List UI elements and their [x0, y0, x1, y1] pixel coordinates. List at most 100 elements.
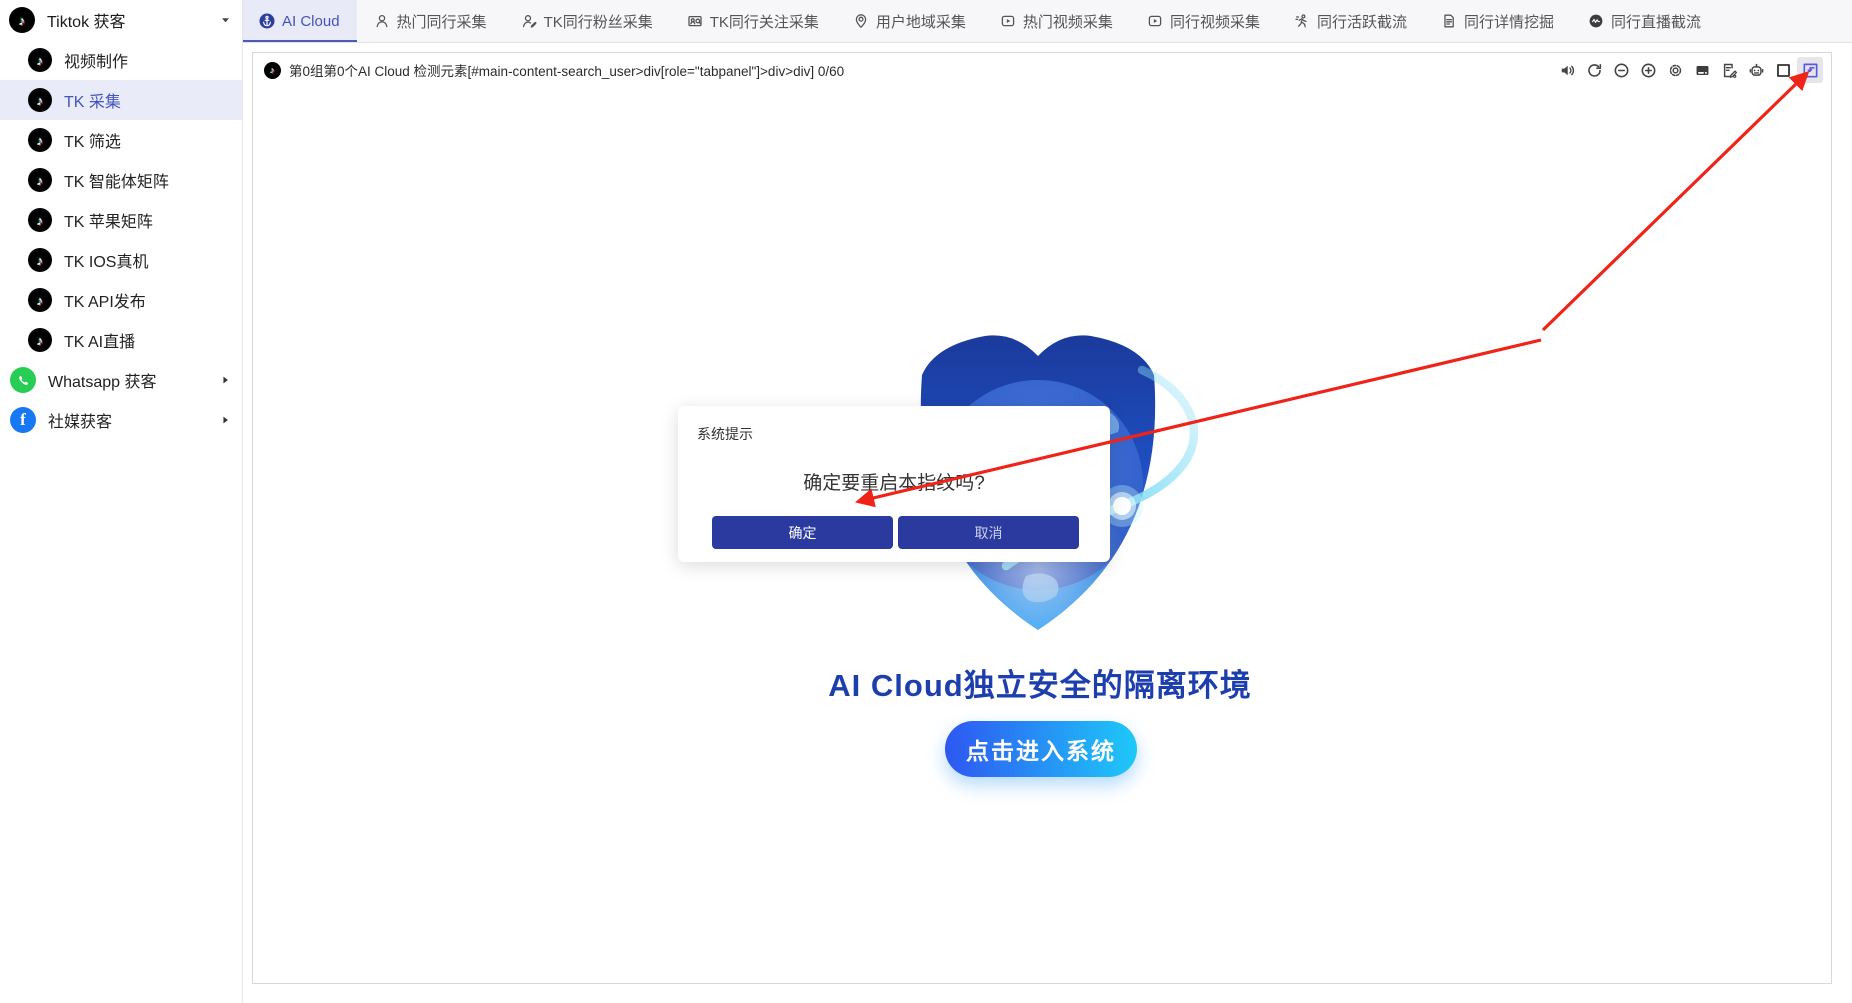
sidebar-item-label: TK API发布 — [64, 294, 146, 311]
sidebar-item-9[interactable]: Whatsapp 获客 — [0, 360, 242, 400]
exit-iframe-icon — [1802, 62, 1818, 78]
tiktok-icon: ♪ — [28, 168, 52, 192]
banner-icon-button[interactable] — [1689, 57, 1715, 83]
video-play-icon — [1148, 15, 1162, 27]
tab-label: AI Cloud — [282, 12, 340, 30]
tab-热门同行采集[interactable]: 热门同行采集 — [357, 0, 504, 42]
sidebar-item-1[interactable]: ♪ 视频制作 — [0, 40, 242, 80]
sidebar-item-label: TK 采集 — [64, 94, 121, 111]
tiktok-icon: ♪ — [28, 48, 52, 72]
zoom-out-icon — [1614, 63, 1628, 77]
location-user-icon — [855, 14, 867, 28]
tiktok-icon: ♪ — [28, 248, 52, 272]
tiktok-icon: ♪ — [264, 61, 281, 79]
toolbar-icon-group — [1554, 53, 1823, 87]
sidebar-item-6[interactable]: ♪ TK IOS真机 — [0, 240, 242, 280]
exit-iframe-icon-button[interactable] — [1797, 57, 1823, 83]
dialog-message: 确定要重启本指纹吗? — [803, 473, 985, 494]
detect-status-text: 第0组第0个AI Cloud 检测元素[#main-content-search… — [289, 64, 845, 79]
sidebar-item-label: Tiktok 获客 — [47, 14, 126, 31]
tab-TK同行关注采集[interactable]: TK同行关注采集 — [670, 0, 836, 42]
tab-label: 同行活跃截流 — [1316, 13, 1407, 31]
sidebar-item-0[interactable]: ♪ Tiktok 获客 — [0, 0, 242, 40]
sidebar-item-label: TK AI直播 — [64, 334, 136, 351]
anchor-icon — [259, 13, 275, 29]
whatsapp-icon — [10, 367, 36, 393]
tab-label: TK同行粉丝采集 — [543, 13, 653, 31]
sidebar: ♪Tiktok 获客♪视频制作♪TK 采集♪TK 筛选♪TK 智能体矩阵♪TK … — [0, 0, 243, 1003]
edit-doc-icon — [1723, 63, 1737, 78]
tab-label: 用户地域采集 — [875, 13, 966, 31]
caret-right-icon[interactable] — [220, 375, 231, 386]
tab-label: TK同行关注采集 — [709, 13, 819, 31]
cancel-button[interactable]: 取消 — [898, 516, 1079, 549]
dialog-title: 系统提示 — [697, 426, 753, 442]
refresh-icon-button[interactable] — [1581, 57, 1607, 83]
collection-tabbar: AI Cloud 热门同行采集 TK同行粉丝采集 TK同行关注采集 用户地域采集 热门视频… — [242, 0, 1852, 43]
tiktok-icon: ♪ — [28, 208, 52, 232]
tab-label: 热门同行采集 — [396, 13, 487, 31]
tab-热门视频采集[interactable]: 热门视频采集 — [983, 0, 1130, 42]
sidebar-item-3[interactable]: ♪ TK 筛选 — [0, 120, 242, 160]
caret-right-icon — [223, 376, 228, 384]
tab-同行活跃截流[interactable]: 同行活跃截流 — [1277, 0, 1424, 42]
volume-icon-button[interactable] — [1554, 57, 1580, 83]
facebook-icon: f — [10, 407, 36, 433]
runner-icon — [1295, 14, 1307, 28]
sidebar-item-label: TK 筛选 — [64, 134, 121, 151]
tab-同行直播截流[interactable]: 同行直播截流 — [1571, 0, 1718, 42]
tab-label: 热门视频采集 — [1022, 13, 1113, 31]
sidebar-item-8[interactable]: ♪ TK AI直播 — [0, 320, 242, 360]
edit-doc-icon-button[interactable] — [1716, 57, 1742, 83]
tiktok-icon: ♪ — [28, 328, 52, 352]
caret-right-icon — [223, 416, 228, 424]
sidebar-item-label: 社媒获客 — [48, 414, 113, 431]
refresh-icon — [1587, 63, 1601, 77]
sidebar-item-label: TK 苹果矩阵 — [64, 214, 153, 231]
maximize-icon-button[interactable] — [1770, 57, 1796, 83]
sidebar-item-4[interactable]: ♪TK 智能体矩阵 — [0, 160, 242, 200]
enter-system-button[interactable]: 点击进入系统 — [945, 721, 1137, 777]
banner-icon — [1696, 65, 1708, 75]
tab-TK同行粉丝采集[interactable]: TK同行粉丝采集 — [504, 0, 670, 42]
robot-icon-button[interactable] — [1743, 57, 1769, 83]
caret-down-icon[interactable] — [220, 15, 231, 26]
user-icon — [376, 14, 387, 28]
caret-right-icon[interactable] — [220, 415, 231, 426]
settings-icon-button[interactable] — [1662, 57, 1688, 83]
settings-icon — [1669, 64, 1681, 76]
tab-同行详情挖掘[interactable]: 同行详情挖掘 — [1424, 0, 1571, 42]
user-edit-icon — [522, 15, 537, 28]
sidebar-item-label: Whatsapp 获客 — [48, 374, 157, 391]
tiktok-icon: ♪ — [28, 128, 52, 152]
tiktok-icon: ♪ — [28, 88, 52, 112]
volume-icon — [1561, 65, 1574, 75]
confirm-button[interactable]: 确定 — [712, 516, 893, 549]
video-play-icon — [1001, 15, 1015, 27]
browser-toolbar: ♪ 第0组第0个AI Cloud 检测元素[#main-content-sear… — [253, 53, 1831, 87]
caret-down-icon — [222, 18, 229, 23]
tab-label: 同行直播截流 — [1610, 13, 1701, 31]
tiktok-icon: ♪ — [9, 7, 35, 33]
zoom-in-icon — [1641, 63, 1655, 77]
hero-heading: AI Cloud独立安全的隔离环境 — [828, 668, 1252, 703]
zoom-in-icon-button[interactable] — [1635, 57, 1661, 83]
sidebar-item-7[interactable]: ♪ TK API发布 — [0, 280, 242, 320]
sidebar-item-label: 视频制作 — [64, 54, 129, 71]
tab-AI Cloud[interactable]: AI Cloud — [242, 0, 357, 42]
tab-用户地域采集[interactable]: 用户地域采集 — [836, 0, 983, 42]
sidebar-item-2[interactable]: ♪ TK 采集 — [0, 80, 242, 120]
system-dialog: 系统提示 确定要重启本指纹吗? 确定 取消 — [678, 406, 1110, 562]
sidebar-item-5[interactable]: ♪ TK 苹果矩阵 — [0, 200, 242, 240]
document-icon — [1444, 14, 1454, 28]
tiktok-icon: ♪ — [28, 288, 52, 312]
robot-icon — [1749, 63, 1763, 76]
sidebar-item-10[interactable]: f 社媒获客 — [0, 400, 242, 440]
live-capture-icon — [1589, 14, 1603, 28]
zoom-out-icon-button[interactable] — [1608, 57, 1634, 83]
maximize-icon — [1776, 63, 1790, 77]
tab-label: 同行详情挖掘 — [1463, 13, 1554, 31]
sidebar-item-label: TK IOS真机 — [64, 254, 149, 271]
tab-同行视频采集[interactable]: 同行视频采集 — [1130, 0, 1277, 42]
